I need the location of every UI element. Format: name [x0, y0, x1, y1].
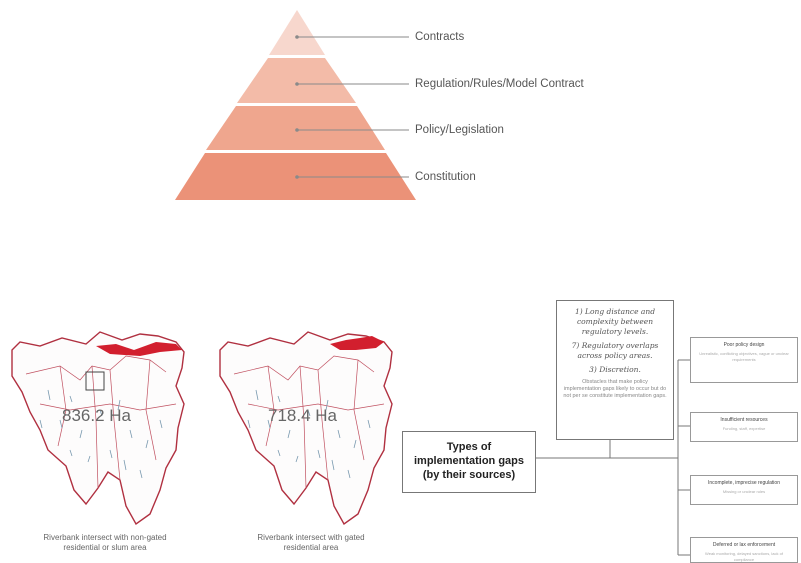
obstacle-2: 7) Regulatory overlaps across policy are… [571, 341, 659, 360]
gap-source-3: Incomplete, imprecise regulation Missing… [690, 475, 798, 505]
map-non-gated [11, 331, 185, 526]
map-value-non-gated: 836.2 Ha [62, 406, 131, 425]
pyramid-label-regulation: Regulation/Rules/Model Contract [415, 78, 584, 90]
gap-types-box: Types of implementation gaps (by their s… [402, 431, 536, 493]
map-value-gated: 718.4 Ha [268, 406, 337, 425]
pyramid-label-constitution: Constitution [415, 171, 476, 183]
gap-source-4: Deferred or lax enforcement Weak monitor… [690, 537, 798, 563]
gap-source-1: Poor policy design Unrealistic, conflict… [690, 337, 798, 383]
pyramid-label-policy: Policy/Legislation [415, 124, 504, 136]
map-caption-gated: Riverbank intersect with gated residenti… [257, 533, 365, 552]
map-gated [219, 331, 393, 526]
obstacles-footnote: Obstacles that make policy implementatio… [563, 379, 667, 399]
gap-source-2: Insufficient resources Funding, staff, e… [690, 412, 798, 442]
pyramid-label-contracts: Contracts [415, 31, 465, 43]
obstacle-3: 3) Discretion. [589, 365, 641, 374]
obstacles-box: 1) Long distance and complexity between … [556, 300, 674, 440]
map-caption-non-gated: Riverbank intersect with non-gated resid… [43, 533, 167, 552]
obstacle-1: 1) Long distance and complexity between … [574, 307, 656, 336]
